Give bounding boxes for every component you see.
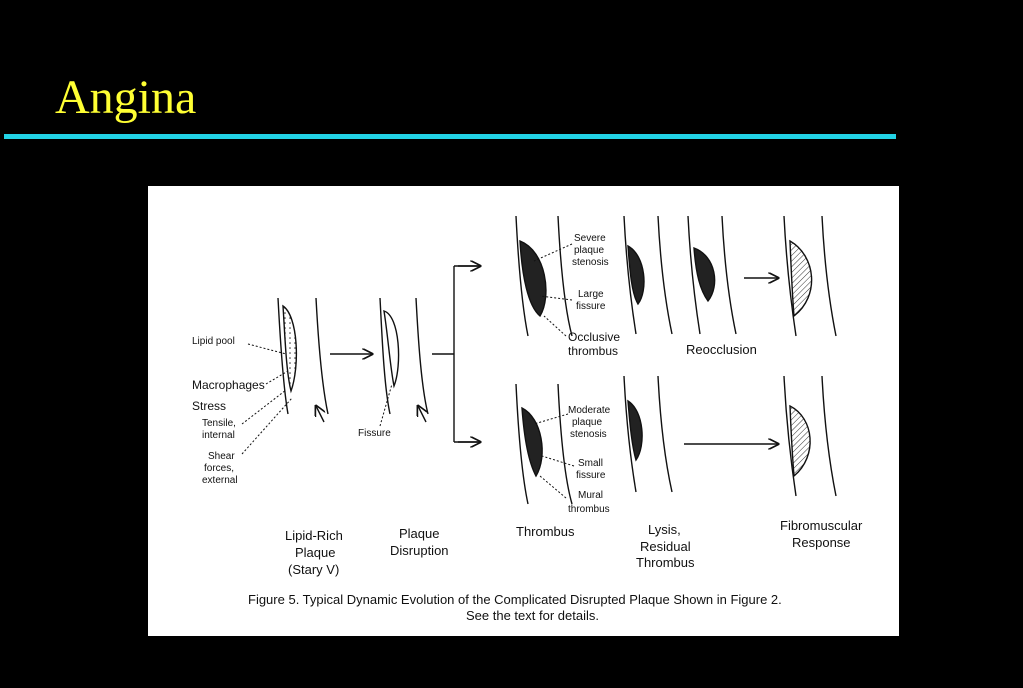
label-severe-1: Severe	[574, 233, 606, 244]
label-tensile-2: internal	[202, 430, 235, 441]
label-small-fissure-1: Small	[578, 458, 603, 469]
stress-arrow	[316, 406, 324, 423]
vessel-lipid-rich	[277, 297, 329, 415]
label-occlusive-1: Occlusive	[568, 330, 620, 344]
label-moderate-1: Moderate	[568, 405, 611, 416]
stage-lysis-2: Residual	[640, 539, 691, 554]
label-shear-3: external	[202, 475, 238, 486]
vessel-severe-stenosis	[515, 215, 573, 337]
figure-caption-line1: Figure 5. Typical Dynamic Evolution of t…	[248, 592, 782, 607]
stage-lipid-rich-2: Plaque	[295, 545, 335, 560]
vessel-fibromuscular-bottom	[783, 375, 837, 497]
label-macrophages: Macrophages	[192, 378, 265, 392]
stage-lipid-rich-1: Lipid-Rich	[285, 528, 343, 543]
title-underline	[4, 134, 896, 139]
label-shear-1: Shear	[208, 451, 235, 462]
stage-disruption-1: Plaque	[399, 526, 439, 541]
label-large-fissure-2: fissure	[576, 301, 606, 312]
label-severe-2: plaque	[574, 245, 604, 256]
stage-lysis-3: Thrombus	[636, 555, 695, 570]
figure-panel: Lipid pool Macrophages Stress Tensile, i…	[148, 186, 899, 636]
stage-lysis-1: Lysis,	[648, 522, 681, 537]
label-tensile-1: Tensile,	[202, 418, 236, 429]
label-moderate-2: plaque	[572, 417, 602, 428]
fissure-arrow	[418, 406, 426, 423]
vessel-reocclusion	[687, 215, 737, 335]
label-severe-3: stenosis	[572, 257, 609, 268]
label-fissure: Fissure	[358, 428, 391, 439]
plaque-evolution-diagram: Lipid pool Macrophages Stress Tensile, i…	[192, 215, 863, 623]
stage-thrombus: Thrombus	[516, 524, 575, 539]
vessel-lysis-bottom	[623, 375, 673, 493]
vessel-moderate-stenosis	[515, 383, 573, 505]
vessel-lysis-top	[623, 215, 673, 335]
vessel-plaque-disruption	[379, 297, 429, 415]
label-stress: Stress	[192, 399, 226, 413]
label-occlusive-2: thrombus	[568, 344, 618, 358]
label-shear-2: forces,	[204, 463, 234, 474]
figure-caption-line2: See the text for details.	[466, 608, 599, 623]
stage-disruption-2: Disruption	[390, 543, 449, 558]
label-mural-2: thrombus	[568, 504, 610, 515]
label-small-fissure-2: fissure	[576, 470, 606, 481]
label-large-fissure-1: Large	[578, 289, 604, 300]
annotation-leaders	[241, 243, 575, 499]
label-mural-1: Mural	[578, 490, 603, 501]
slide-title: Angina	[55, 71, 197, 124]
stage-lipid-rich-3: (Stary V)	[288, 562, 339, 577]
stage-fibromuscular-2: Response	[792, 535, 851, 550]
branch-bracket	[432, 265, 478, 443]
label-reocclusion: Reocclusion	[686, 342, 757, 357]
label-lipid-pool: Lipid pool	[192, 336, 235, 347]
vessel-fibromuscular-top	[783, 215, 837, 337]
label-moderate-3: stenosis	[570, 429, 607, 440]
stage-fibromuscular-1: Fibromuscular	[780, 518, 863, 533]
